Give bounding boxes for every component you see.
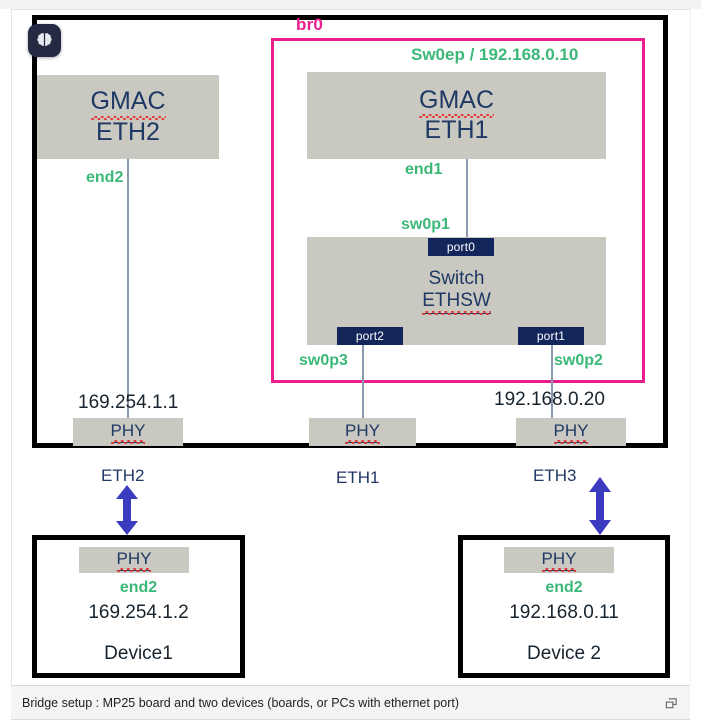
interface-label-sw0p3: sw0p3	[299, 352, 348, 369]
restore-window-icon[interactable]	[665, 697, 678, 715]
external-port-eth1: ETH1	[336, 468, 380, 487]
block-gmac-eth2-line1: GMAC	[90, 87, 166, 119]
board-phy-eth3: PHY	[516, 418, 626, 446]
switch-port0-tag: port0	[428, 238, 494, 256]
interface-label-sw0ep: Sw0ep / 192.168.0.10	[411, 45, 579, 64]
link-arrow-eth2	[114, 485, 140, 535]
block-gmac-eth2-line2: ETH2	[96, 117, 160, 146]
board-phy-eth1: PHY	[309, 418, 416, 446]
double-arrow-icon	[589, 477, 611, 535]
page-gutter-right	[690, 9, 701, 685]
caption-text: Bridge setup : MP25 board and two device…	[22, 695, 460, 710]
bridge-br0-region	[271, 38, 645, 383]
board-phy-eth2: PHY	[73, 418, 183, 446]
interface-label-end1: end1	[405, 161, 443, 178]
interface-label-sw0p2: sw0p2	[554, 352, 603, 369]
device2-phy: PHY	[504, 547, 614, 573]
board-phy-eth1-label: PHY	[345, 421, 380, 444]
device2-phy-label: PHY	[541, 549, 577, 572]
device1-phy: PHY	[79, 547, 189, 573]
interface-label-end2-board: end2	[86, 169, 124, 186]
device2-box: PHY end2 192.168.0.11 Device 2	[458, 535, 670, 678]
block-switch-line1: Switch	[428, 267, 485, 289]
device1-box: PHY end2 169.254.1.2 Device1	[32, 535, 245, 678]
device1-ip: 169.254.1.2	[88, 602, 189, 623]
link-arrow-eth3	[587, 477, 613, 535]
board-phy-eth3-label: PHY	[553, 421, 589, 444]
wire-gmac-eth1-to-switch	[466, 159, 468, 238]
block-gmac-eth2: GMAC ETH2	[37, 75, 219, 159]
bridge-br0-label: br0	[296, 15, 324, 34]
wire-gmac-eth2-to-phy	[127, 159, 129, 418]
restore-window-glyph	[665, 698, 677, 709]
block-gmac-eth1-line2: ETH1	[424, 116, 489, 144]
double-arrow-icon	[116, 485, 138, 535]
switch-port1-tag: port1	[518, 327, 584, 345]
external-port-eth2: ETH2	[101, 466, 145, 485]
wire-port2-to-phy	[362, 345, 364, 418]
block-gmac-eth1: GMAC ETH1	[307, 72, 606, 159]
board-ip-eth2: 169.254.1.1	[78, 392, 179, 413]
page-gutter-top	[0, 0, 701, 10]
interface-label-sw0p1: sw0p1	[401, 216, 450, 233]
caption-bar: Bridge setup : MP25 board and two device…	[11, 685, 690, 720]
board-ip-eth3: 192.168.0.20	[494, 389, 605, 410]
device1-name: Device1	[104, 643, 173, 664]
assistant-badge[interactable]	[28, 24, 61, 57]
device1-interface: end2	[119, 579, 158, 596]
brain-icon	[37, 33, 52, 48]
block-switch-line2: ETHSW	[422, 290, 491, 316]
network-diagram: br0 Sw0ep / 192.168.0.10 GMAC ETH2 end2 …	[28, 15, 670, 678]
board-phy-eth2-label: PHY	[110, 421, 146, 444]
switch-port2-tag: port2	[337, 327, 403, 345]
device2-name: Device 2	[527, 643, 601, 664]
device2-interface: end2	[545, 579, 583, 596]
block-gmac-eth1-line1: GMAC	[419, 86, 494, 118]
page-gutter-left	[0, 9, 12, 685]
device2-ip: 192.168.0.11	[509, 602, 619, 623]
wire-port1-to-phy	[551, 345, 553, 418]
external-port-eth3: ETH3	[533, 466, 577, 485]
device1-phy-label: PHY	[116, 549, 152, 572]
